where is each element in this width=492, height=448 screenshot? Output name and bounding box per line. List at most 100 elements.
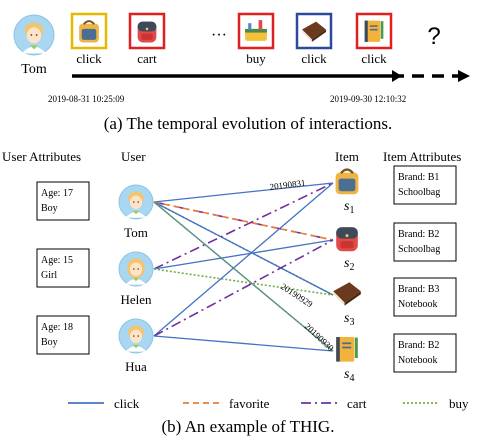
caption-a: (a) The temporal evolution of interactio… (104, 114, 393, 133)
user-attribute-age: Age: 15 (41, 255, 73, 266)
schoolbag-icon (79, 20, 99, 43)
header-item: Item (335, 149, 359, 164)
legend-label: click (114, 396, 140, 411)
user-attribute-gender: Boy (41, 203, 58, 214)
item-subscript: 2 (349, 262, 354, 273)
user-name: Tom (124, 225, 148, 240)
timeline-arrowhead (458, 70, 470, 82)
item-attribute-brand: Brand: B2 (398, 340, 439, 351)
header-user: User (121, 149, 146, 164)
item-attribute-category: Notebook (398, 355, 437, 366)
avatar (118, 184, 154, 220)
avatar (13, 14, 55, 56)
legend-label: favorite (229, 396, 270, 411)
edge-favorite (153, 201, 334, 241)
user-attribute-box (36, 248, 90, 288)
unknown-next-item: ? (427, 23, 440, 50)
legend-item-click: click (68, 396, 140, 411)
edge-buy (153, 201, 334, 352)
item-attribute-box (393, 165, 457, 205)
item-symbol: s (344, 256, 350, 271)
item-node: s1 Brand: B1 Schoolbag (335, 165, 457, 216)
edge-click (153, 201, 334, 296)
notebook-icon (333, 282, 361, 306)
edge-click (153, 182, 334, 337)
timeline-panel: Tom click cart buy click click ··· ? 2019-08… (13, 12, 470, 133)
item-label: s3 (344, 311, 354, 328)
legend-item-buy: buy (403, 396, 469, 411)
header-item-attributes: Item Attributes (383, 149, 461, 164)
ellipsis: ··· (211, 27, 227, 44)
timeline-user-name: Tom (21, 62, 47, 77)
edge-timestamp: 20190929 (279, 281, 315, 309)
timeline-event: buy (237, 12, 275, 66)
timeline-event: click (355, 12, 393, 66)
backpack-icon (336, 227, 358, 252)
schoolbag-icon (335, 168, 359, 195)
user-attribute-gender: Boy (41, 337, 58, 348)
timeline-event: click (295, 12, 333, 66)
item-subscript: 3 (349, 317, 354, 328)
item-attribute-box (393, 333, 457, 373)
edge-timestamp: 20190831 (269, 178, 306, 192)
timeline-start-time: 2019-08-31 10:25:09 (48, 94, 125, 104)
user-attribute-box (36, 181, 90, 221)
item-attribute-box (393, 277, 457, 317)
user-attribute-age: Age: 17 (41, 188, 73, 199)
pencil-case-icon (245, 20, 267, 41)
item-label: s2 (344, 256, 354, 273)
event-label: buy (246, 51, 266, 66)
item-subscript: 1 (349, 205, 354, 216)
user-name: Helen (120, 292, 152, 307)
item-attribute-category: Schoolbag (398, 187, 440, 198)
edge-click (153, 335, 334, 352)
item-symbol: s (344, 367, 350, 382)
item-attribute-brand: Brand: B2 (398, 229, 439, 240)
item-attribute-brand: Brand: B1 (398, 172, 439, 183)
notebook-icon (302, 21, 326, 42)
item-label: s4 (344, 367, 354, 384)
backpack-icon (137, 21, 157, 43)
legend-label: cart (347, 396, 367, 411)
item-subscript: 4 (349, 373, 354, 384)
item-symbol: s (344, 199, 350, 214)
item-node: s4 Brand: B2 Notebook (336, 333, 457, 384)
avatar (13, 14, 55, 56)
timeline-mid-arrowhead (392, 70, 402, 82)
event-item-frame (355, 12, 393, 50)
notebook-pen-icon (364, 20, 384, 42)
caption-b: (b) An example of THIG. (162, 417, 335, 436)
user-attribute-gender: Girl (41, 270, 57, 281)
item-attribute-category: Notebook (398, 299, 437, 310)
header-user-attributes: User Attributes (2, 149, 81, 164)
timeline-end-time: 2019-09-30 12:10:32 (330, 94, 406, 104)
edge-click (153, 182, 334, 203)
event-label: click (301, 51, 327, 66)
timeline-event: cart (128, 12, 166, 66)
user-node: Helen Age: 15 Girl (36, 248, 154, 307)
legend-item-cart: cart (301, 396, 367, 411)
event-label: click (76, 51, 102, 66)
user-name: Hua (125, 359, 147, 374)
event-label: cart (137, 51, 157, 66)
item-symbol: s (344, 311, 350, 326)
avatar (118, 318, 154, 354)
edge-cart (153, 182, 334, 270)
legend-label: buy (449, 396, 469, 411)
edge-cart (153, 239, 334, 337)
graph-panel: User Attributes User Item Item Attribute… (2, 149, 469, 436)
item-attribute-category: Schoolbag (398, 244, 440, 255)
user-attribute-box (36, 315, 90, 355)
user-node: Hua Age: 18 Boy (36, 315, 154, 374)
avatar (118, 251, 154, 287)
edge-click (153, 239, 334, 270)
user-attribute-age: Age: 18 (41, 322, 73, 333)
item-node: s2 Brand: B2 Schoolbag (336, 222, 457, 273)
event-label: click (361, 51, 387, 66)
timeline-event: click (70, 12, 108, 66)
item-label: s1 (344, 199, 354, 216)
edge-buy (153, 268, 334, 296)
legend-item-favorite: favorite (183, 396, 270, 411)
